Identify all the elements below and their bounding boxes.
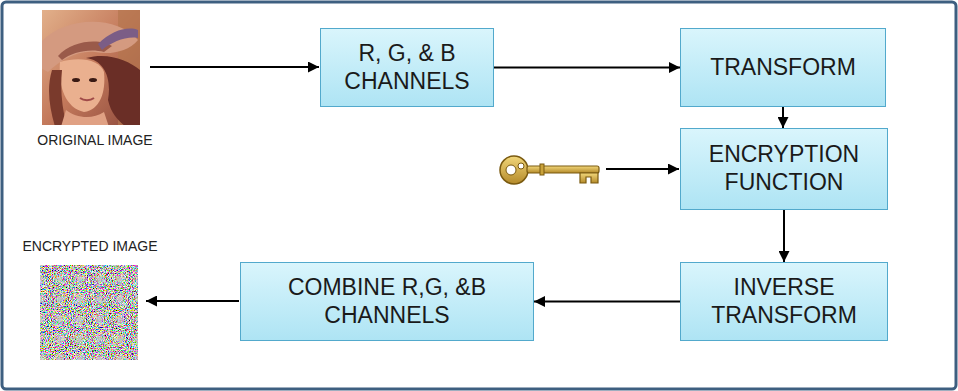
box-text: R, G, & B CHANNELS	[329, 40, 485, 95]
flow-arrow	[782, 107, 784, 128]
box-text: TRANSFORM	[710, 54, 856, 82]
flow-arrow	[494, 67, 680, 69]
box-text: ENCRYPTION FUNCTION	[689, 141, 879, 196]
key-icon	[500, 156, 599, 184]
flow-arrow	[783, 210, 785, 262]
original-photo	[42, 10, 140, 125]
image-caption: ORIGINAL IMAGE	[37, 132, 152, 149]
key-arrow	[606, 168, 679, 170]
output-arrow	[146, 300, 239, 302]
process-box: INVERSE TRANSFORM	[680, 262, 888, 341]
process-box: R, G, & B CHANNELS	[320, 28, 494, 107]
process-box: COMBINE R,G, &B CHANNELS	[240, 262, 534, 341]
process-box: ENCRYPTION FUNCTION	[680, 128, 888, 210]
image-caption: ENCRYPTED IMAGE	[22, 238, 157, 255]
encrypted-noise-image	[40, 265, 138, 360]
box-text: COMBINE R,G, &B CHANNELS	[249, 274, 525, 329]
input-arrow	[150, 66, 319, 68]
flow-arrow	[534, 301, 680, 303]
process-box: TRANSFORM	[680, 28, 886, 107]
box-text: INVERSE TRANSFORM	[689, 274, 879, 329]
